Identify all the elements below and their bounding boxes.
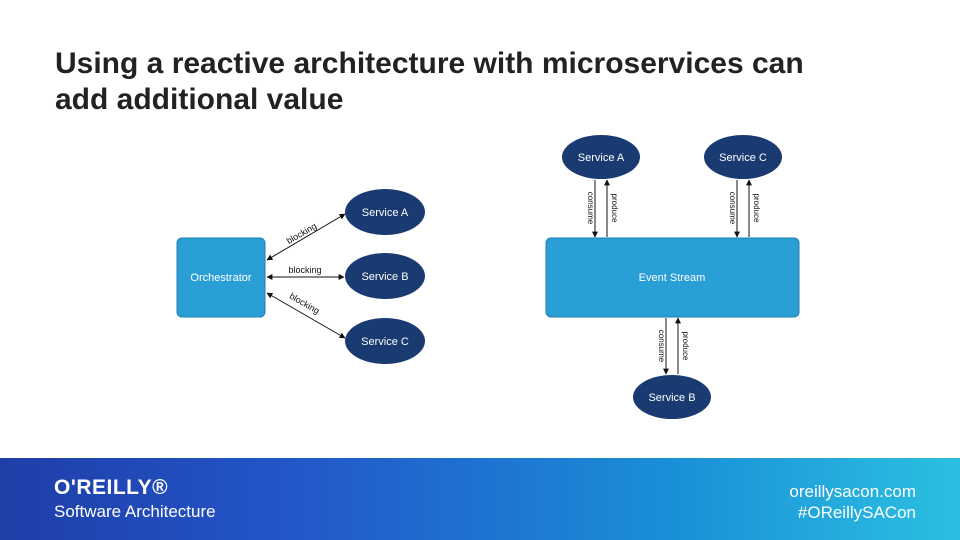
left-service-b-node	[345, 253, 425, 299]
orchestrator-label: Orchestrator	[190, 272, 251, 284]
footer-links: oreillysacon.com #OReillySACon	[789, 481, 916, 523]
title-line-2: add additional value	[55, 83, 344, 116]
left-service-c-node	[345, 318, 425, 364]
title-line-1: Using a reactive architecture with micro…	[55, 47, 804, 80]
oreilly-logo: O'REILLY®	[54, 476, 169, 499]
edge-label-blocking-c: blocking	[288, 291, 322, 316]
right-service-c-node	[704, 135, 782, 179]
right-service-b-node	[633, 375, 711, 419]
service-a-consume-label: consume	[586, 192, 595, 225]
event-stream-label: Event Stream	[639, 272, 706, 284]
orchestrator-box	[176, 237, 266, 318]
brand-block: O'REILLY® Software Architecture	[54, 476, 216, 523]
orchestrator-diagram: Orchestrator Service A Service B Service…	[176, 189, 425, 364]
edge-orchestrator-service-c	[266, 292, 346, 339]
event-stream-box	[545, 237, 800, 318]
right-service-a-node	[562, 135, 640, 179]
footer-banner	[0, 458, 960, 540]
left-service-c-label: Service C	[361, 336, 409, 348]
brand-subtitle: Software Architecture	[54, 502, 216, 521]
service-b-produce-label: produce	[681, 332, 690, 361]
edge-label-blocking-b: blocking	[288, 265, 321, 275]
hashtag-text: #OReillySACon	[797, 503, 916, 522]
slide-title: Using a reactive architecture with micro…	[55, 46, 915, 118]
service-c-produce-label: produce	[752, 194, 761, 223]
right-service-b-label: Service B	[648, 392, 695, 404]
event-stream-diagram: Event Stream Service A Service C Service…	[545, 135, 800, 419]
service-a-produce-label: produce	[610, 194, 619, 223]
website-link[interactable]: oreillysacon.com	[789, 482, 916, 501]
service-c-consume-label: consume	[728, 192, 737, 225]
left-service-b-label: Service B	[361, 271, 408, 283]
edge-orchestrator-service-a	[266, 213, 346, 261]
left-service-a-label: Service A	[362, 207, 409, 219]
right-service-a-label: Service A	[578, 152, 625, 164]
left-service-a-node	[345, 189, 425, 235]
service-b-consume-label: consume	[657, 330, 666, 363]
right-service-c-label: Service C	[719, 152, 767, 164]
edge-label-blocking-a: blocking	[285, 221, 319, 246]
